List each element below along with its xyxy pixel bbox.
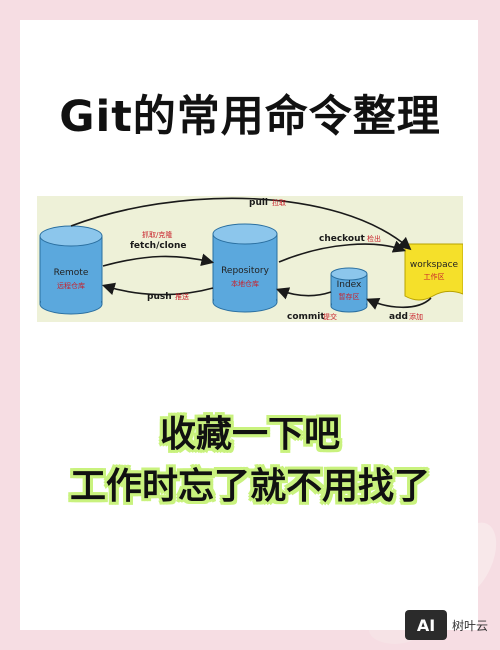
- slogan-line-1: 收藏一下吧: [159, 414, 340, 455]
- workspace-label: workspace: [409, 260, 459, 270]
- push-cn-label: 推送: [175, 293, 189, 301]
- commit-arrow: [276, 287, 332, 300]
- git-workflow-diagram: Remote 远程仓库 Repository 本地仓库 Index 暂存区 wo…: [37, 196, 463, 322]
- page-title: Git的常用命令整理: [59, 92, 441, 142]
- workspace-sub-label: 工作区: [423, 273, 445, 281]
- push-label: push: [147, 292, 172, 302]
- slogan-line-2: 工作时忘了就不用找了: [69, 466, 430, 507]
- repository-sub-label: 本地仓库: [231, 280, 259, 288]
- remote-sub-label: 远程仓库: [57, 282, 85, 290]
- pull-cn-label: 拉取: [272, 199, 286, 207]
- workspace-shape: [404, 243, 463, 301]
- remote-cylinder: [39, 225, 103, 315]
- watermark-logo: AI: [404, 610, 447, 640]
- add-arrow: [366, 297, 432, 310]
- watermark-text: 树叶云: [451, 618, 488, 633]
- index-sub-label: 暂存区: [338, 293, 360, 301]
- checkout-arrow: [278, 240, 406, 263]
- fetch-arrow: [102, 253, 215, 267]
- repository-cylinder: [212, 223, 278, 313]
- checkout-cn-label: 检出: [367, 235, 381, 243]
- watermark: AI 树叶云: [404, 610, 488, 640]
- index-label: Index: [336, 280, 362, 290]
- commit-cn-label: 提交: [323, 313, 337, 321]
- commit-label: commit: [287, 312, 325, 322]
- content-card: [20, 20, 478, 630]
- remote-label: Remote: [53, 268, 89, 278]
- pull-label: pull: [249, 198, 269, 208]
- fetch-label: fetch/clone: [130, 241, 187, 251]
- add-cn-label: 添加: [409, 313, 423, 321]
- index-cylinder: [330, 267, 368, 313]
- repository-label: Repository: [221, 266, 269, 276]
- push-arrow: [101, 282, 214, 296]
- pull-arrow: [70, 197, 412, 251]
- fetch-cn-label: 抓取/克隆: [142, 231, 173, 239]
- checkout-label: checkout: [319, 234, 365, 244]
- add-label: add: [389, 312, 408, 322]
